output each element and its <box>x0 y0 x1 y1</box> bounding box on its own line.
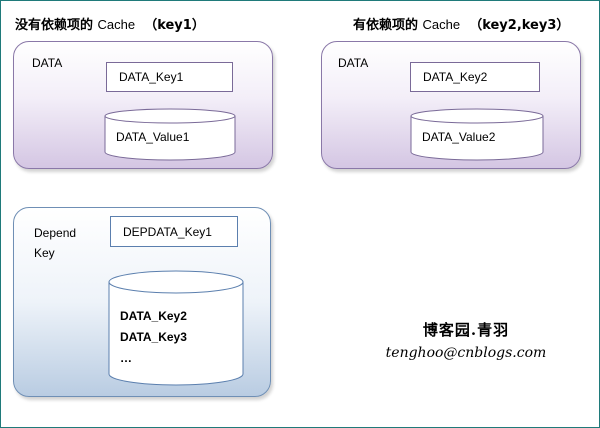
data-label: DATA <box>338 56 369 70</box>
data-value-text: DATA_Value1 <box>116 130 190 144</box>
data-key-box: DATA_Key2 <box>410 62 540 92</box>
dependency-item-more: … <box>120 351 132 365</box>
data-value-cylinder <box>410 108 544 161</box>
author-name: 博客园.青羽 <box>422 321 510 339</box>
cache-box-no-dependency: DATA DATA_Key1 DATA_Value1 <box>13 41 273 169</box>
depend-key-box: Depend Key DEPDATA_Key1 DATA_Key2 DATA_K… <box>13 207 271 397</box>
cache-box-with-dependency: DATA DATA_Key2 DATA_Value2 <box>321 41 581 169</box>
right-title: 有依赖项的 Cache （key2,key3） <box>353 14 569 33</box>
right-title-keys: （key2,key3） <box>469 18 570 33</box>
dependency-list-cylinder <box>108 270 244 386</box>
data-value-cylinder <box>104 108 236 161</box>
depdata-key-box: DEPDATA_Key1 <box>110 216 238 247</box>
right-title-prefix: 有依赖项的 <box>353 18 419 33</box>
dependency-item-1: DATA_Key2 <box>120 309 187 323</box>
left-title-cache: Cache <box>97 17 136 32</box>
data-label: DATA <box>32 56 63 70</box>
dependency-item-2: DATA_Key3 <box>120 330 187 344</box>
left-title: 没有依赖项的 Cache （key1） <box>15 14 205 33</box>
data-value-text: DATA_Value2 <box>422 130 496 144</box>
left-title-keys: （key1） <box>144 18 205 33</box>
key-label: Key <box>34 246 55 260</box>
data-key-box: DATA_Key1 <box>106 62 233 92</box>
depend-label: Depend <box>34 226 77 240</box>
right-title-cache: Cache <box>422 17 461 32</box>
left-title-prefix: 没有依赖项的 <box>15 18 94 33</box>
author-email: tenghoo@cnblogs.com <box>385 345 547 361</box>
